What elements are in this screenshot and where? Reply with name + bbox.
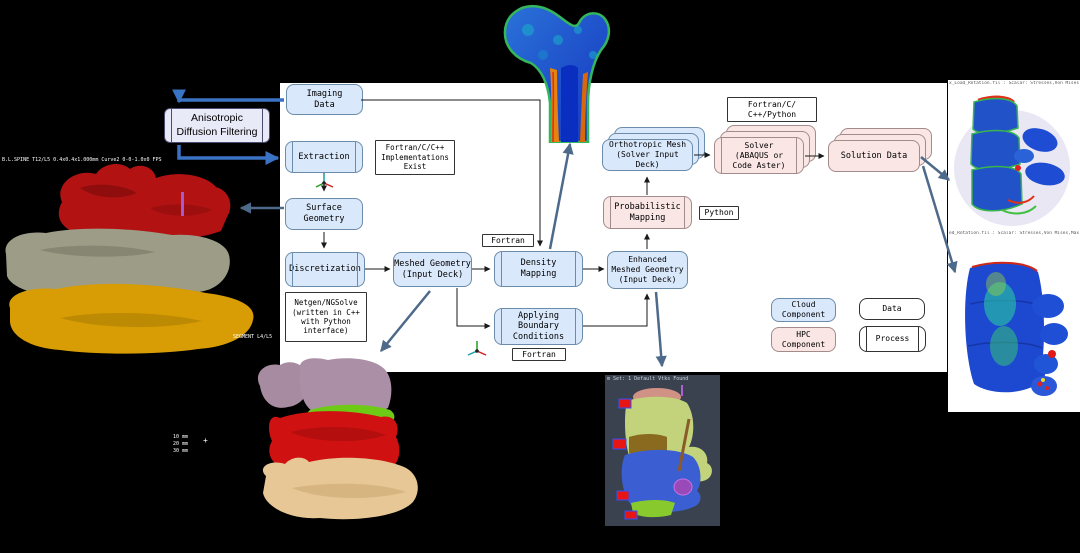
node-applying-boundary-conditions: Applying Boundary Conditions — [494, 308, 583, 345]
node-label: Extraction — [298, 151, 350, 162]
marker-tick — [181, 192, 184, 216]
node-label: Anisotropic Diffusion Filtering — [176, 111, 258, 138]
legend-cloud-component: Cloud Component — [771, 298, 836, 322]
legend-data: Data — [859, 298, 925, 320]
legend-hpc-component: HPC Component — [771, 327, 836, 352]
bc-spine-render — [612, 385, 712, 520]
node-density-mapping: Density Mapping — [494, 251, 583, 287]
femur-density-render — [503, 4, 611, 143]
node-label: Density Mapping — [520, 258, 557, 279]
node-surface-geometry: Surface Geometry — [285, 198, 363, 230]
legend-label: Process — [875, 334, 910, 343]
node-meshed-geometry: Meshed Geometry (Input Deck) — [393, 252, 472, 287]
annotation-fortran-top: Fortran — [482, 234, 534, 247]
node-probabilistic-mapping: Probabilistic Mapping — [603, 196, 692, 229]
viewer-status-line: B.L.SPINE T12/L5 0.4x0.4x1.000mm Curve2 … — [2, 157, 162, 163]
annotation-label: Fortran/C/ C++/Python — [747, 99, 797, 119]
annotation-fortran-implementations: Fortran/C/C++ Implementations Exist — [375, 140, 455, 175]
annotation-label: Netgen/NGSolve (written in C++ with Pyth… — [292, 298, 360, 336]
node-orthotropic-mesh: Orthotropic Mesh (Solver Input Deck) — [602, 127, 705, 171]
fea-solution-render-top — [954, 95, 1070, 226]
legend-process: Process — [859, 326, 926, 352]
legend-label: HPC Component — [781, 329, 826, 349]
annotation-label: Fortran — [491, 235, 525, 245]
crosshair-icon: + — [203, 436, 208, 445]
node-label: Discretization — [289, 264, 361, 275]
annotation-label: Fortran — [522, 349, 556, 359]
fea-bottom-header: ed_Rotation.fil : Scalar: Stresses,Von M… — [949, 231, 1079, 237]
node-solver: Solver (ABAQUS or Code Aster) — [714, 125, 816, 174]
node-label: Solution Data — [840, 150, 908, 161]
node-label: Enhanced Meshed Geometry (Input Deck) — [611, 255, 684, 284]
segmented-spine-render — [5, 163, 254, 354]
node-enhanced-meshed-geometry: Enhanced Meshed Geometry (Input Deck) — [607, 251, 688, 289]
fea-solution-render-bottom — [965, 261, 1068, 396]
fea-top-header: x_Load_Rotation.fil : Scalar: Stresses,V… — [949, 81, 1079, 87]
node-label: Probabilistic Mapping — [614, 201, 681, 223]
bc-viewer-panel: m Set: 1 Default Vtks Found — [605, 375, 720, 526]
viewer-title: m Set: 1 Default Vtks Found — [607, 376, 689, 382]
node-label: Applying Boundary Conditions — [512, 310, 565, 342]
legend-label: Data — [882, 304, 902, 313]
annotation-label: Python — [704, 208, 734, 217]
node-label: Solver (ABAQUS or Code Aster) — [732, 140, 786, 170]
boundary-condition-markers — [612, 398, 638, 520]
segment-caption: SEGMENT L4/L5 — [233, 334, 273, 340]
annotation-fortran-c-cpp-python: Fortran/C/ C++/Python — [727, 97, 817, 122]
node-orthotropic-mesh-front: Orthotropic Mesh (Solver Input Deck) — [602, 139, 693, 171]
node-extraction: Extraction — [285, 141, 363, 173]
legend-label: Cloud Component — [781, 300, 826, 319]
node-solver-front: Solver (ABAQUS or Code Aster) — [714, 137, 804, 174]
annotation-python: Python — [699, 206, 739, 220]
node-discretization: Discretization — [285, 252, 365, 287]
node-solution-data-front: Solution Data — [828, 140, 920, 172]
meshed-spine-render — [257, 358, 418, 520]
node-solution-data: Solution Data — [828, 128, 932, 172]
scale-caption: 10 mm 20 mm 30 mm — [173, 434, 189, 454]
node-imaging-data: Imaging Data — [286, 84, 363, 115]
annotation-fortran-bottom: Fortran — [512, 348, 566, 361]
node-label: Meshed Geometry (Input Deck) — [394, 258, 471, 280]
node-label: Orthotropic Mesh (Solver Input Deck) — [608, 140, 687, 169]
annotation-label: Fortran/C/C++ Implementations Exist — [381, 143, 449, 172]
node-anisotropic-diffusion-filtering: Anisotropic Diffusion Filtering — [164, 108, 270, 143]
node-label: Surface Geometry — [303, 203, 345, 224]
node-label: Imaging Data — [306, 88, 343, 110]
